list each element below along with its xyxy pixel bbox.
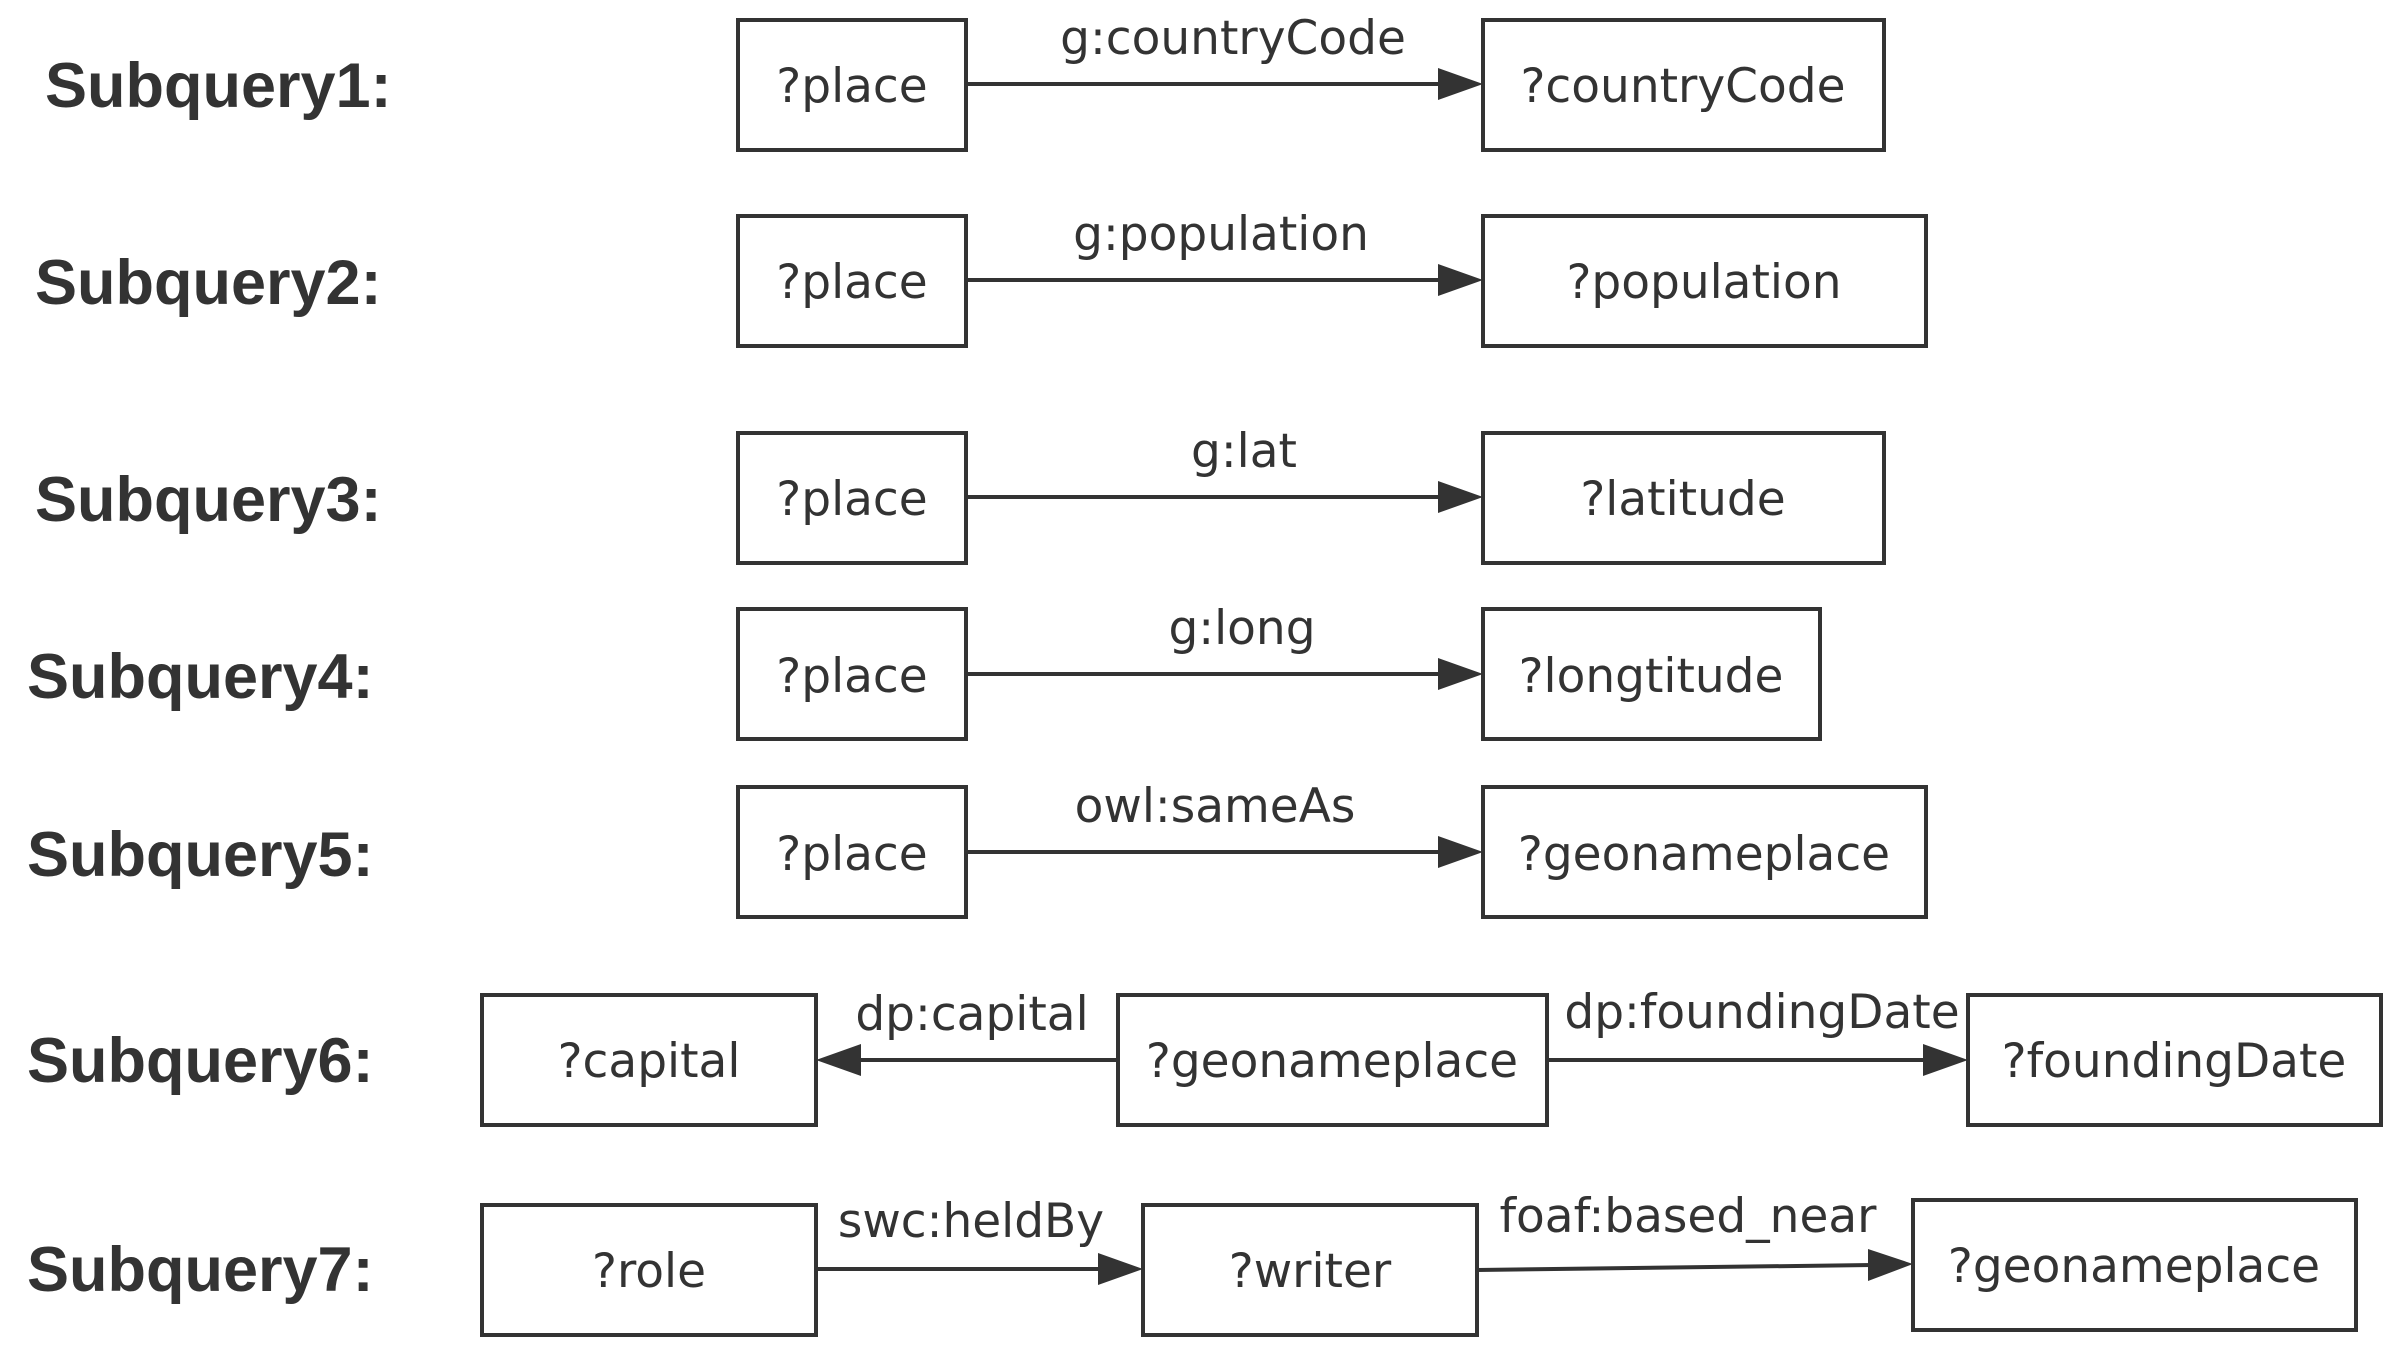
subquery-4-label: Subquery4: [27,642,374,712]
subquery-5-node-geonameplace-text: ?geonameplace [1518,827,1890,882]
subquery-7-edge-basednear-label: foaf:based_near [1499,1189,1877,1244]
subquery-2-node-population-text: ?population [1566,255,1841,310]
subquery-5-node-place-text: ?place [776,827,927,882]
subquery-7-edge-basednear-line [1476,1263,1873,1272]
subquery-4-node-longtitude-text: ?longtitude [1519,649,1784,704]
subquery-2-node-population [1481,214,1928,348]
subquery-7-node-role [480,1203,818,1337]
subquery-6-node-foundingdate-text: ?foundingDate [2002,1034,2347,1089]
subquery-1-node-place [736,18,968,152]
subquery-7: Subquery7: ?role ?writer ?geonameplace s… [27,1189,2358,1337]
subquery-1: Subquery1: ?place ?countryCode g:country… [45,11,1886,152]
subquery-5-arrowhead [1438,836,1483,868]
subquery-2-edge-label: g:population [1073,207,1369,262]
subquery-3: Subquery3: ?place ?latitude g:lat [35,424,1886,565]
subquery-3-label: Subquery3: [35,465,382,535]
subquery-5: Subquery5: ?place ?geonameplace owl:same… [27,779,1928,919]
subquery-5-label: Subquery5: [27,820,374,890]
subquery-7-node-role-text: ?role [592,1244,706,1299]
subquery-1-edge-label: g:countryCode [1060,11,1406,66]
subquery-1-label: Subquery1: [45,51,392,121]
subquery-3-node-latitude-text: ?latitude [1580,472,1785,527]
subquery-2-label: Subquery2: [35,248,382,318]
subquery-2-arrowhead [1438,264,1483,296]
subquery-1-node-countrycode [1481,18,1886,152]
subquery-7-node-geonameplace [1911,1198,2358,1332]
subquery-7-node-geonameplace-text: ?geonameplace [1948,1239,2320,1294]
subquery-1-node-place-text: ?place [776,59,927,114]
subquery-1-node-countrycode-text: ?countryCode [1520,59,1845,114]
subquery-4-arrowhead [1438,658,1483,690]
subquery-6-arrowhead-foundingdate [1923,1044,1968,1076]
subquery-3-node-latitude [1481,431,1886,565]
subquery-3-arrowhead [1438,481,1483,513]
subquery-1-arrowhead [1438,68,1483,100]
subquery-6: Subquery6: ?capital ?geonameplace ?found… [27,985,2383,1127]
subquery-4: Subquery4: ?place ?longtitude g:long [27,601,1822,741]
subquery-2-node-place-text: ?place [776,255,927,310]
subquery-6-node-capital [480,993,818,1127]
subquery-5-node-place [736,785,968,919]
subquery-7-label: Subquery7: [27,1235,374,1305]
subquery-5-node-geonameplace [1481,785,1928,919]
subquery-7-node-writer-text: ?writer [1229,1244,1392,1299]
subquery-7-arrowhead-heldby [1098,1253,1143,1285]
subquery-6-edge-foundingdate-label: dp:foundingDate [1564,985,1959,1040]
subquery-7-node-writer [1141,1203,1479,1337]
subquery-6-arrowhead-capital [816,1044,861,1076]
subquery-2: Subquery2: ?place ?population g:populati… [35,207,1928,348]
subquery-3-edge-label: g:lat [1191,424,1297,479]
subquery-4-node-place-text: ?place [776,649,927,704]
subquery-3-node-place-text: ?place [776,472,927,527]
subquery-7-arrowhead-basednear [1868,1249,1913,1281]
subquery-6-node-geonameplace-text: ?geonameplace [1146,1034,1518,1089]
subquery-6-node-capital-text: ?capital [558,1034,741,1089]
subquery-2-node-place [736,214,968,348]
subquery-5-edge-label: owl:sameAs [1075,779,1356,834]
subquery-6-edge-capital-label: dp:capital [855,987,1088,1042]
subquery-6-label: Subquery6: [27,1026,374,1096]
subquery-7-edge-heldby-label: swc:heldBy [838,1194,1104,1249]
subquery-4-edge-label: g:long [1168,601,1315,656]
